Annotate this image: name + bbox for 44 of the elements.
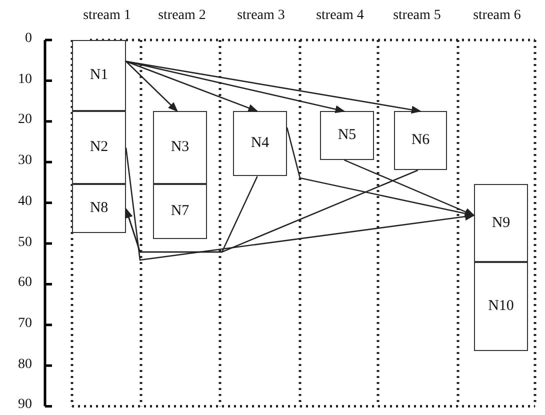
task-box <box>72 111 126 184</box>
node-label: N2 <box>90 139 108 156</box>
axis-tick-label: 0 <box>24 31 32 47</box>
task-box <box>72 184 126 234</box>
column-header: stream 4 <box>315 8 365 24</box>
node-label: N1 <box>90 67 108 84</box>
axis-tick-label: 40 <box>17 194 32 210</box>
column-header: stream 2 <box>157 8 207 24</box>
axis-tick-label: 30 <box>17 153 32 170</box>
node-label: N5 <box>338 127 356 144</box>
task-box <box>394 111 447 170</box>
arrow <box>344 159 475 216</box>
task-box <box>320 111 374 160</box>
axis-tick-label: 90 <box>17 397 32 414</box>
node-label: N10 <box>488 298 514 316</box>
node-label: N4 <box>250 135 270 152</box>
arrow <box>124 170 418 253</box>
task-box <box>233 111 287 176</box>
arrow <box>126 60 422 114</box>
node-label: N7 <box>170 203 190 220</box>
axis-tick-label: 80 <box>17 356 32 373</box>
axis-tick-label: 10 <box>17 72 32 88</box>
column-header: stream 1 <box>82 8 132 24</box>
arrow <box>126 60 346 114</box>
node-label: N3 <box>170 139 190 156</box>
node-label: N9 <box>492 214 510 232</box>
arrow <box>126 60 258 112</box>
column-header: stream 3 <box>236 8 286 24</box>
arrow <box>125 148 475 261</box>
task-box <box>153 184 207 240</box>
node-label: N8 <box>90 200 108 218</box>
arrow <box>126 60 178 112</box>
axis-tick-label: 60 <box>17 275 32 292</box>
task-box <box>153 111 207 184</box>
axis-tick-label: 20 <box>17 112 32 128</box>
task-box <box>474 262 528 352</box>
column-header: stream 6 <box>472 8 522 24</box>
axis-tick-label: 70 <box>17 316 32 332</box>
arrow <box>286 127 475 218</box>
column-header: stream 5 <box>392 8 442 24</box>
task-box <box>474 184 528 262</box>
task-box <box>72 40 126 112</box>
axis-tick-label: 50 <box>17 234 32 250</box>
node-label: N6 <box>411 132 430 150</box>
